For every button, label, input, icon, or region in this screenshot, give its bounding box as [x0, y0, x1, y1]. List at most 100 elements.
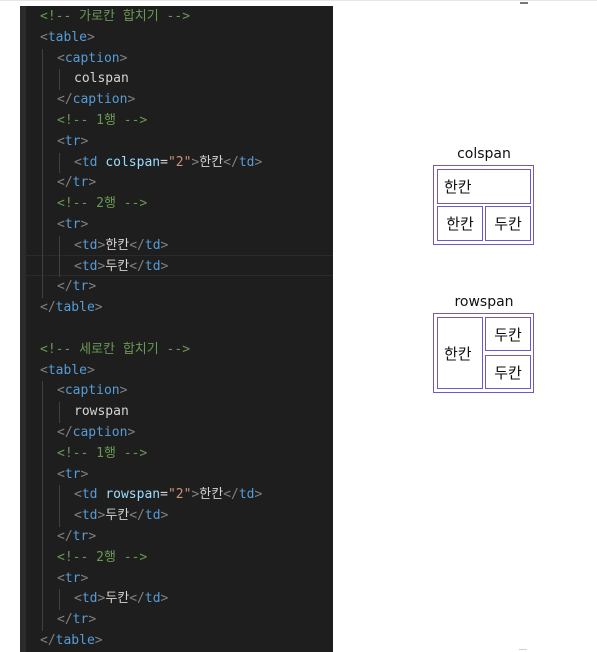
indent-guide: [42, 215, 43, 236]
code-token-tag: td: [144, 237, 161, 253]
indent-guide: [59, 589, 60, 611]
code-token-tag: td: [144, 508, 161, 524]
code-line[interactable]: <!-- 2행 -->: [20, 194, 333, 215]
code-token-punc: >: [88, 279, 97, 295]
code-line[interactable]: <td>두칸</td>: [20, 256, 333, 278]
code-text: <td>한칸</td>: [74, 236, 168, 257]
code-line[interactable]: <tr>: [20, 464, 333, 486]
code-token-punc: >: [191, 154, 200, 170]
code-line[interactable]: </caption>: [20, 90, 333, 111]
code-text: <td>두칸</td>: [74, 506, 168, 527]
code-line[interactable]: <td>한칸</td>: [20, 235, 333, 257]
code-line[interactable]: </caption>: [20, 423, 333, 444]
code-line[interactable]: </tr>: [20, 173, 333, 195]
code-token-text: rowspan: [74, 404, 129, 420]
code-token-punc: >: [119, 50, 128, 66]
rowspan-caption: rowspan: [454, 294, 514, 310]
code-line[interactable]: <tr>: [20, 568, 333, 590]
code-line[interactable]: <tr>: [20, 131, 333, 153]
colspan-cell-r2c1: 한칸: [437, 206, 483, 241]
code-line[interactable]: rowspan: [20, 402, 333, 423]
code-line[interactable]: </tr>: [20, 527, 333, 548]
code-line[interactable]: <!-- 가로칸 합치기 -->: [20, 7, 333, 28]
code-token-punc: </: [57, 175, 73, 191]
code-token-punc: >: [86, 362, 95, 378]
code-line[interactable]: colspan: [20, 69, 333, 91]
code-text: </caption>: [57, 90, 135, 111]
code-token-tag: td: [144, 258, 161, 274]
code-token-comment: <!-- 가로칸 합치기 -->: [40, 9, 191, 24]
code-token-punc: >: [88, 529, 97, 544]
indent-guide: [42, 610, 43, 631]
code-line[interactable]: <!-- 1행 -->: [20, 111, 333, 132]
code-text: </table>: [40, 298, 103, 319]
code-token-punc: >: [94, 633, 103, 648]
code-token-punc: <: [74, 237, 82, 253]
code-line[interactable]: <td>두칸</td>: [20, 589, 333, 611]
code-line[interactable]: </table>: [20, 298, 333, 319]
indent-guide: [42, 464, 43, 486]
code-token-punc: <: [74, 591, 82, 607]
code-text: <tr>: [57, 215, 88, 236]
code-text: <!-- 1행 -->: [57, 111, 147, 132]
code-line[interactable]: <!-- 1행 -->: [20, 443, 333, 465]
code-editor[interactable]: <!-- 가로칸 합치기 --><table><caption>colspan<…: [20, 6, 333, 652]
code-line[interactable]: <caption>: [20, 48, 333, 70]
code-line[interactable]: </tr>: [20, 277, 333, 299]
code-token-punc: >: [127, 425, 136, 440]
code-token-punc: </: [40, 633, 56, 648]
code-token-tag: tr: [64, 133, 81, 149]
code-token-tag: tr: [72, 279, 89, 295]
code-token-punc: <: [57, 217, 65, 232]
code-token-text: 한칸: [105, 237, 130, 253]
code-token-tag: caption: [72, 425, 128, 440]
code-line[interactable]: <td>두칸</td>: [20, 506, 333, 527]
code-token-text: 두칸: [105, 508, 130, 524]
code-text: <table>: [40, 28, 95, 49]
code-line[interactable]: <!-- 2행 -->: [20, 547, 333, 569]
indent-guide: [42, 235, 43, 257]
code-token-tag: table: [47, 362, 87, 378]
code-line[interactable]: <caption>: [20, 381, 333, 403]
code-line[interactable]: [20, 319, 333, 340]
code-token-tag: td: [81, 237, 98, 253]
code-text: <td>두칸</td>: [74, 589, 168, 610]
rowspan-table: [433, 313, 534, 393]
code-line[interactable]: <!-- 세로칸 합치기 -->: [20, 340, 333, 361]
code-text: </tr>: [57, 527, 96, 548]
code-text: <caption>: [57, 381, 127, 402]
rowspan-cell-r2c2: 두칸: [485, 355, 531, 389]
current-line-highlight: [20, 255, 333, 276]
code-token-tag: tr: [64, 570, 81, 586]
code-line[interactable]: <table>: [20, 28, 333, 49]
indent-guide: [42, 402, 43, 423]
colspan-cell-r2c2: 두칸: [485, 206, 531, 241]
code-token-punc: >: [254, 154, 263, 170]
code-text: <!-- 2행 -->: [57, 548, 147, 569]
code-token-tag: table: [55, 633, 95, 648]
code-token-punc: >: [97, 237, 106, 253]
code-token-punc: </: [129, 237, 145, 253]
colspan-caption: colspan: [457, 146, 511, 162]
code-text: <td colspan="2">한칸</td>: [74, 153, 262, 174]
code-line[interactable]: <td colspan="2">한칸</td>: [20, 152, 333, 174]
code-token-punc: >: [97, 258, 106, 274]
code-token-text: colspan: [74, 71, 129, 87]
code-token-punc: </: [40, 300, 56, 316]
code-line[interactable]: <tr>: [20, 215, 333, 236]
code-token-text: 한칸: [199, 154, 224, 170]
code-token-punc: <: [40, 29, 48, 45]
top-divider: [0, 0, 597, 1]
indent-guide: [42, 506, 43, 527]
indent-guide: [42, 423, 43, 444]
code-token-punc: </: [129, 258, 145, 274]
indent-guide: [59, 152, 60, 174]
code-line[interactable]: <td rowspan="2">한칸</td>: [20, 485, 333, 507]
code-text: <tr>: [57, 465, 88, 486]
code-token-comment: <!-- 세로칸 합치기 -->: [40, 341, 191, 357]
code-line[interactable]: </table>: [20, 631, 333, 652]
code-token-comment: <!-- 1행 -->: [57, 445, 148, 461]
indent-guide: [59, 235, 60, 257]
code-line[interactable]: <table>: [20, 361, 333, 382]
code-line[interactable]: </tr>: [20, 610, 333, 631]
